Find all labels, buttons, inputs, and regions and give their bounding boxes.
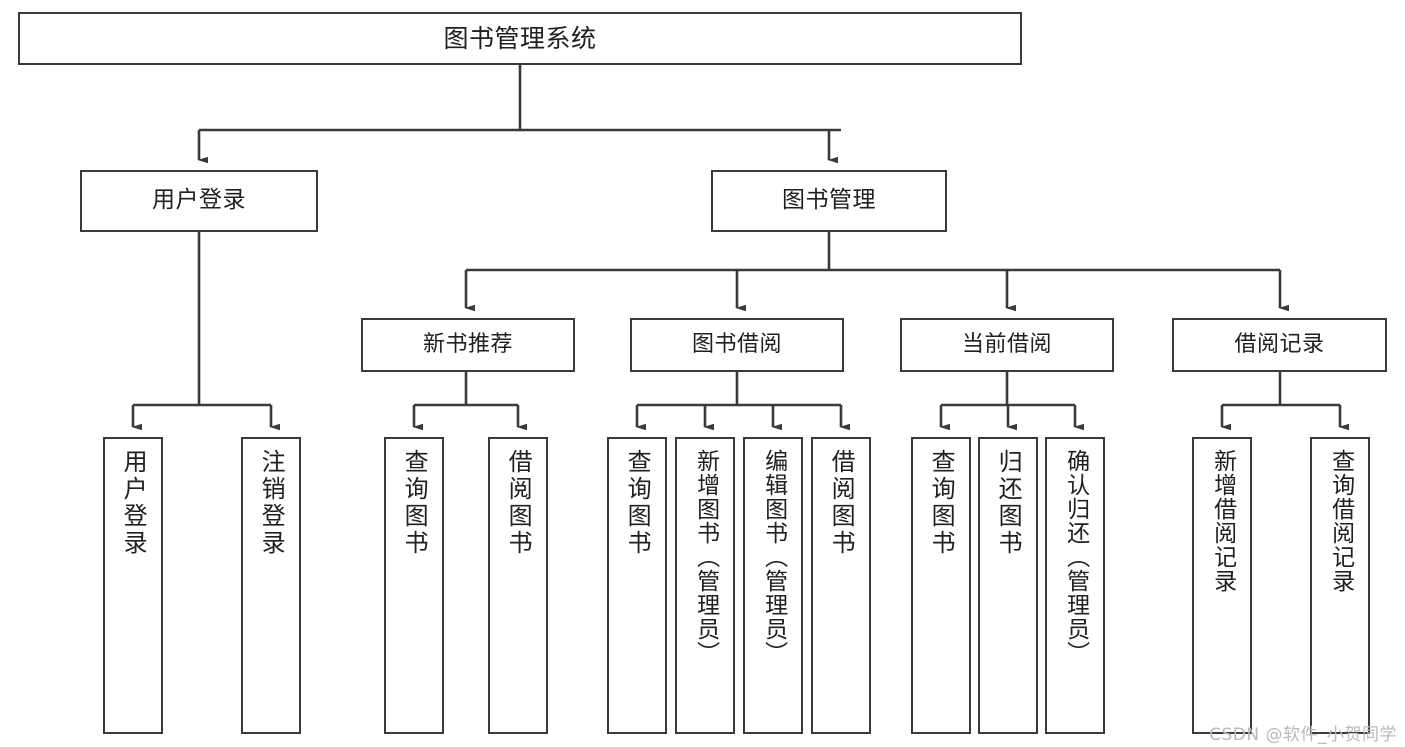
leaf-label: 查询图书 bbox=[927, 449, 956, 557]
leaf-label: 确认归还（管理员） bbox=[1062, 449, 1089, 665]
leaf-add-borrow-record[interactable]: 新增借阅记录 bbox=[1192, 437, 1252, 734]
leaf-query-borrow-record[interactable]: 查询借阅记录 bbox=[1310, 437, 1370, 734]
csdn-watermark: CSDN @软件_小贺同学 bbox=[1209, 725, 1397, 745]
leaf-borrow-books-recommend[interactable]: 借阅图书 bbox=[488, 437, 548, 734]
leaf-label: 查询借阅记录 bbox=[1327, 449, 1354, 593]
leaf-label: 新增图书（管理员） bbox=[692, 449, 719, 665]
leaf-label: 注销登录 bbox=[257, 449, 286, 557]
leaf-label: 借阅图书 bbox=[504, 449, 533, 557]
leaf-label: 用户登录 bbox=[119, 449, 148, 557]
node-label: 当前借阅 bbox=[961, 331, 1052, 357]
leaf-edit-book-admin[interactable]: 编辑图书（管理员） bbox=[743, 437, 803, 734]
node-book-borrow[interactable]: 图书借阅 bbox=[630, 318, 844, 372]
leaf-label: 编辑图书（管理员） bbox=[760, 449, 787, 665]
leaf-logout[interactable]: 注销登录 bbox=[241, 437, 301, 734]
node-root-book-management-system[interactable]: 图书管理系统 bbox=[18, 12, 1022, 65]
leaf-add-book-admin[interactable]: 新增图书（管理员） bbox=[675, 437, 735, 734]
node-book-management[interactable]: 图书管理 bbox=[711, 170, 947, 232]
leaf-label: 查询图书 bbox=[400, 449, 429, 557]
node-new-book-recommend[interactable]: 新书推荐 bbox=[361, 318, 575, 372]
node-label: 图书管理 bbox=[782, 187, 876, 214]
node-label: 借阅记录 bbox=[1234, 331, 1325, 357]
leaf-user-login[interactable]: 用户登录 bbox=[103, 437, 163, 734]
node-label: 图书借阅 bbox=[691, 331, 782, 357]
leaf-query-books-borrow[interactable]: 查询图书 bbox=[607, 437, 667, 734]
node-borrow-records[interactable]: 借阅记录 bbox=[1172, 318, 1387, 372]
node-label: 新书推荐 bbox=[422, 331, 513, 357]
leaf-label: 查询图书 bbox=[623, 449, 652, 557]
leaf-confirm-return-admin[interactable]: 确认归还（管理员） bbox=[1045, 437, 1105, 734]
leaf-label: 新增借阅记录 bbox=[1209, 449, 1236, 593]
leaf-return-books[interactable]: 归还图书 bbox=[978, 437, 1038, 734]
node-user-login[interactable]: 用户登录 bbox=[80, 170, 318, 232]
leaf-label: 归还图书 bbox=[994, 449, 1023, 557]
leaf-query-books-current[interactable]: 查询图书 bbox=[911, 437, 971, 734]
node-label: 图书管理系统 bbox=[443, 23, 597, 53]
leaf-query-books-recommend[interactable]: 查询图书 bbox=[384, 437, 444, 734]
leaf-label: 借阅图书 bbox=[827, 449, 856, 557]
leaf-borrow-books-borrow[interactable]: 借阅图书 bbox=[811, 437, 871, 734]
node-label: 用户登录 bbox=[152, 187, 246, 214]
node-current-borrow[interactable]: 当前借阅 bbox=[900, 318, 1114, 372]
